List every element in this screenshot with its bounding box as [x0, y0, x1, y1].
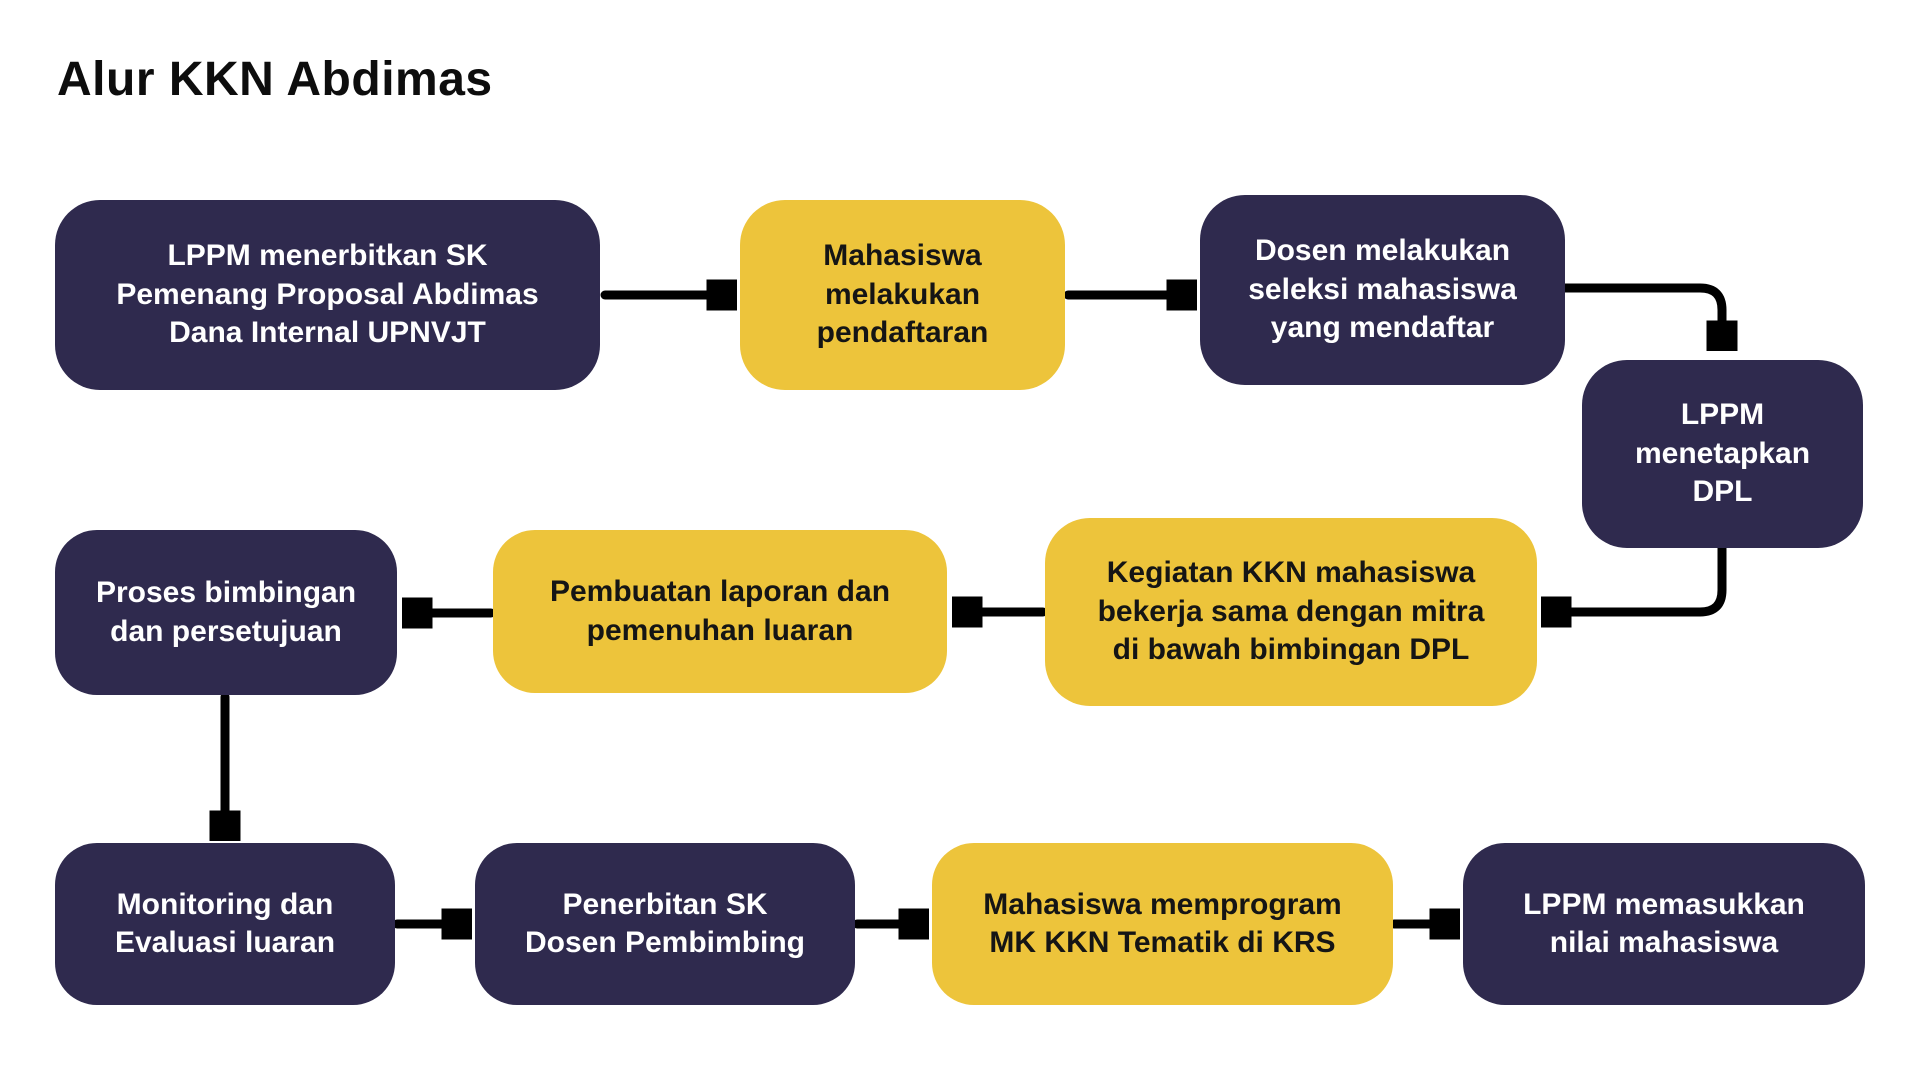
flow-node-lppm-sk-pemenang: LPPM menerbitkan SK Pemenang Proposal Ab…	[55, 200, 600, 390]
flow-node-label: Penerbitan SK Dosen Pembimbing	[524, 887, 806, 959]
flow-node-label: Pembuatan laporan dan pemenuhan luaran	[549, 575, 891, 647]
flow-node-monitoring-evaluasi: Monitoring dan Evaluasi luaran	[55, 843, 395, 1005]
arrow-seleksi-to-dpl	[1558, 283, 1722, 342]
flow-node-label: LPPM menetapkan DPL	[1634, 398, 1811, 509]
flow-node-label: Kegiatan KKN mahasiswa bekerja sama deng…	[1097, 556, 1485, 667]
flow-node-mahasiswa-pendaftaran: Mahasiswa melakukan pendaftaran	[740, 200, 1065, 390]
flow-node-penerbitan-sk-dosen: Penerbitan SK Dosen Pembimbing	[475, 843, 855, 1005]
flow-node-label: Proses bimbingan dan persetujuan	[95, 576, 357, 648]
flow-node-label: LPPM memasukkan nilai mahasiswa	[1523, 887, 1805, 959]
flow-node-label: Dosen melakukan seleksi mahasiswa yang m…	[1248, 234, 1517, 345]
flow-node-label: Mahasiswa memprogram MK KKN Tematik di K…	[983, 887, 1342, 959]
flow-node-dosen-seleksi: Dosen melakukan seleksi mahasiswa yang m…	[1200, 195, 1565, 385]
flow-node-lppm-nilai: LPPM memasukkan nilai mahasiswa	[1463, 843, 1865, 1005]
page-title: Alur KKN Abdimas	[57, 53, 493, 106]
arrow-dpl-to-kegiatan	[1550, 543, 1727, 612]
flow-node-kegiatan-kkn: Kegiatan KKN mahasiswa bekerja sama deng…	[1045, 518, 1537, 706]
flow-node-label: Mahasiswa melakukan pendaftaran	[816, 239, 989, 350]
flow-node-label: Monitoring dan Evaluasi luaran	[114, 887, 336, 959]
flow-node-lppm-menetapkan-dpl: LPPM menetapkan DPL	[1582, 360, 1863, 548]
flow-node-mahasiswa-krs: Mahasiswa memprogram MK KKN Tematik di K…	[932, 843, 1393, 1005]
flow-node-label: LPPM menerbitkan SK Pemenang Proposal Ab…	[116, 239, 539, 350]
flow-node-pembuatan-laporan: Pembuatan laporan dan pemenuhan luaran	[493, 530, 947, 693]
flow-node-proses-bimbingan: Proses bimbingan dan persetujuan	[55, 530, 397, 695]
